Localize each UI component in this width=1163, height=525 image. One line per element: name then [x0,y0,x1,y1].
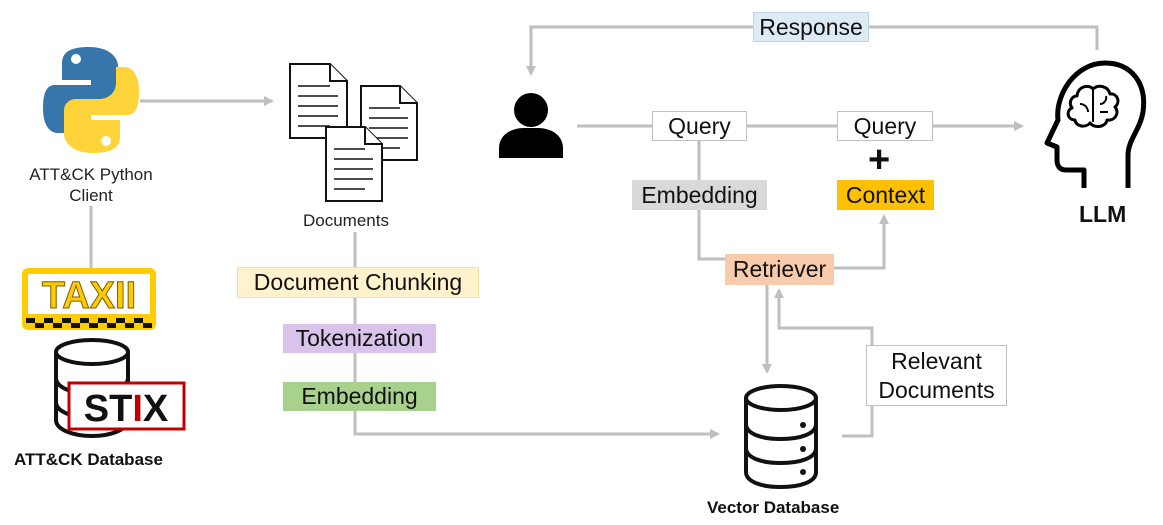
python-client-label: ATT&CK Python Client [11,164,171,206]
context-box: Context [837,180,934,210]
tokenization-box: Tokenization [283,324,436,353]
retriever-to-context-arrow [834,214,889,270]
documents-icon [289,63,418,202]
python-client-label-line1: ATT&CK Python [29,165,153,184]
embedding-to-vectordb-arrow [353,411,720,439]
plus-sign: + [868,139,891,181]
python-client-label-line2: Client [69,186,113,205]
svg-text:STIX: STIX [84,388,169,430]
python-logo-icon [43,47,139,153]
pipeline-embedding-box: Embedding [283,382,436,411]
query-box-2: Query [837,111,933,141]
document-chunking-box: Document Chunking [237,267,479,298]
documents-label: Documents [303,211,389,230]
user-icon [499,93,563,158]
embedding-to-retriever-line [697,210,726,261]
vector-database-label: Vector Database [707,498,840,517]
svg-text:TAXII: TAXII [42,275,136,317]
taxii-logo-icon: TAXII [22,268,156,330]
vector-database-icon [744,384,818,490]
rag-embedding-box: Embedding [632,180,767,210]
relevant-documents-line1: Relevant [891,347,982,374]
vectordb-to-relevant-line [842,406,874,438]
relevant-to-retriever-arrow [774,288,874,346]
stix-logo-icon: STIX [67,381,186,431]
relevant-documents-box: Relevant Documents [866,345,1007,406]
retriever-box: Retriever [725,254,834,285]
attck-database-label: ATT&CK Database [14,450,163,469]
llm-label: LLM [1079,201,1127,227]
llm-brain-icon [1044,60,1147,188]
relevant-documents-line2: Documents [878,376,995,403]
response-box: Response [753,12,869,42]
query-box-1: Query [652,111,747,141]
